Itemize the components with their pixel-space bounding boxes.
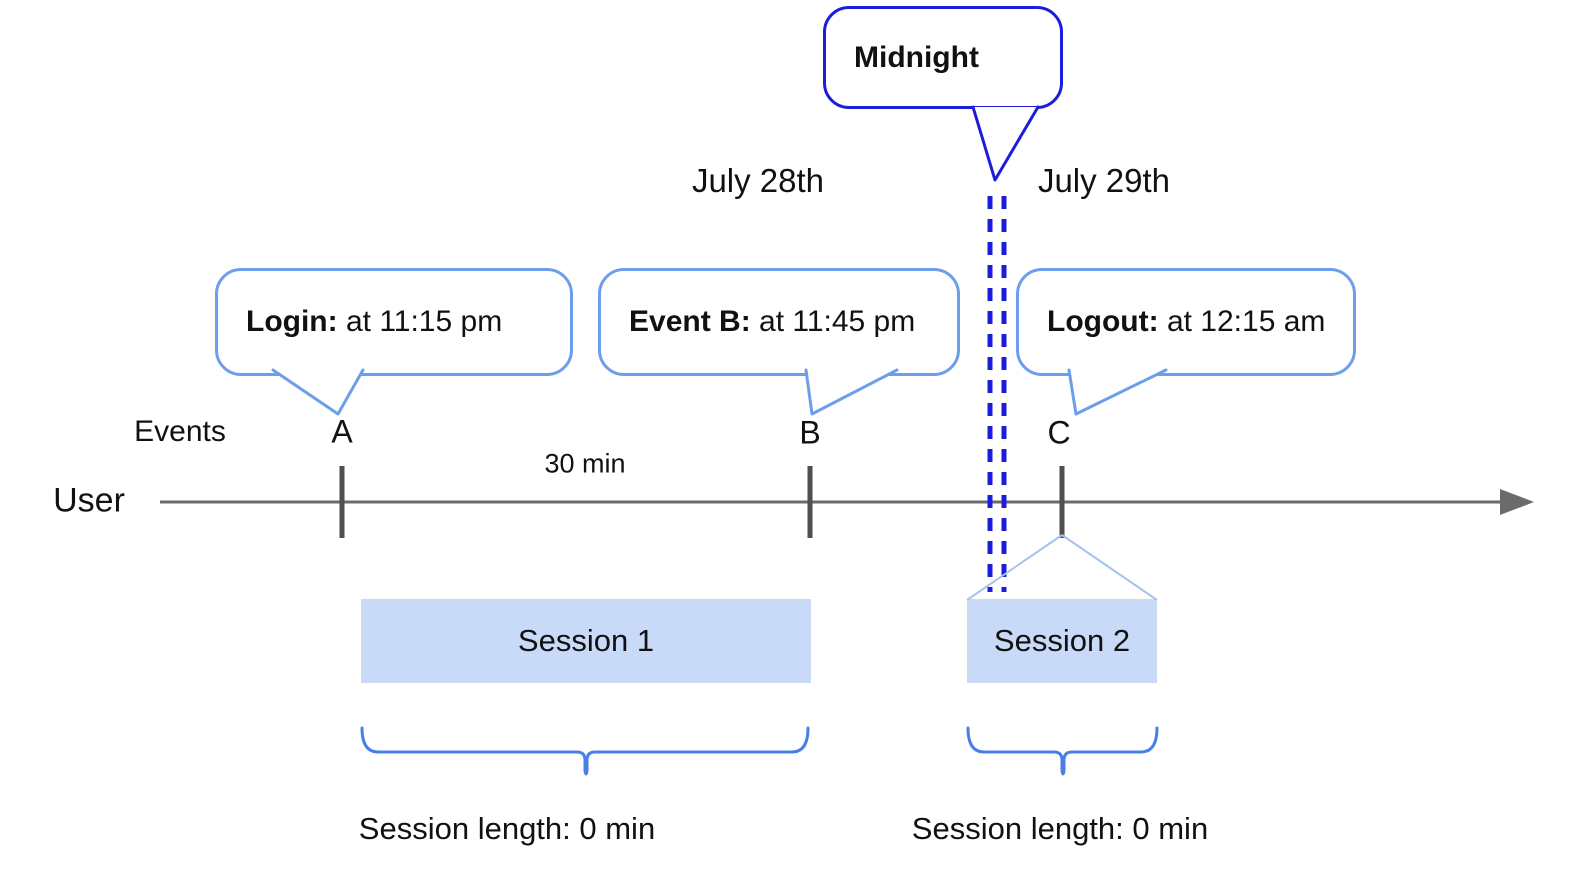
event-marker-a: A	[331, 413, 353, 450]
date-label-july-29: July 29th	[1037, 162, 1171, 199]
login-callout-time: at 11:15 pm	[337, 305, 503, 338]
session-1-brace	[360, 726, 810, 776]
midnight-callout-tail	[971, 105, 1040, 182]
logout-callout-tail	[1067, 368, 1168, 416]
midnight-callout: Midnight	[823, 6, 1063, 109]
logout-callout-title: Logout:	[1047, 305, 1159, 338]
date-label-july-28: July 28th	[691, 162, 825, 199]
interval-label: 30 min	[544, 448, 626, 479]
session-2-connector	[966, 534, 1158, 601]
logout-callout-time: at 12:15 am	[1158, 305, 1326, 338]
event-marker-b: B	[799, 414, 821, 451]
event-marker-c: C	[1047, 414, 1071, 451]
timeline-arrowhead-icon	[1500, 489, 1534, 515]
event-b-callout-time: at 11:45 pm	[750, 305, 916, 338]
session-2-length-label: Session length: 0 min	[911, 811, 1209, 846]
login-callout: Login: at 11:15 pm	[215, 268, 573, 376]
session-1-box: Session 1	[361, 599, 811, 683]
session-2-label: Session 2	[993, 623, 1131, 658]
session-2-box: Session 2	[967, 599, 1157, 683]
session-1-length-label: Session length: 0 min	[358, 811, 656, 846]
midnight-callout-label: Midnight	[854, 40, 979, 74]
event-b-callout-tail	[804, 368, 899, 416]
logout-callout: Logout: at 12:15 am	[1016, 268, 1356, 376]
session-2-brace	[966, 726, 1159, 776]
login-callout-tail	[271, 368, 365, 416]
user-axis-label: User	[53, 481, 125, 520]
session-1-label: Session 1	[517, 623, 655, 658]
event-b-callout: Event B: at 11:45 pm	[598, 268, 960, 376]
login-callout-title: Login:	[246, 305, 338, 338]
event-b-callout-title: Event B:	[629, 305, 751, 338]
events-row-label: Events	[134, 415, 226, 448]
